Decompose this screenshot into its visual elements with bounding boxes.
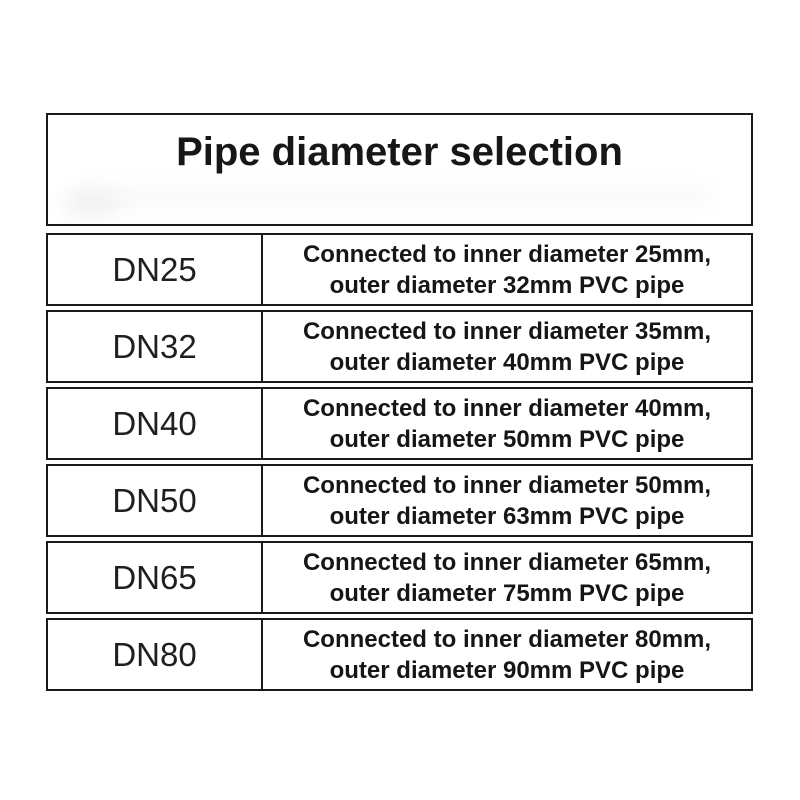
dn-size-cell: DN40 xyxy=(48,389,263,458)
dn-size-cell: DN32 xyxy=(48,312,263,381)
table-row: DN80 Connected to inner diameter 80mm, o… xyxy=(46,618,753,691)
table-row: DN32 Connected to inner diameter 35mm, o… xyxy=(46,310,753,383)
pipe-description-cell: Connected to inner diameter 35mm, outer … xyxy=(263,312,751,381)
description-line-2: outer diameter 40mm PVC pipe xyxy=(329,348,685,376)
description-line-2: outer diameter 50mm PVC pipe xyxy=(329,425,685,453)
description-line-1: Connected to inner diameter 40mm, xyxy=(302,394,712,422)
description-line-1: Connected to inner diameter 50mm, xyxy=(302,471,712,499)
description-line-2: outer diameter 63mm PVC pipe xyxy=(329,502,685,530)
table-row: DN40 Connected to inner diameter 40mm, o… xyxy=(46,387,753,460)
table-row: DN50 Connected to inner diameter 50mm, o… xyxy=(46,464,753,537)
dn-size-cell: DN65 xyxy=(48,543,263,612)
dn-size-cell: DN50 xyxy=(48,466,263,535)
table-row: DN65 Connected to inner diameter 65mm, o… xyxy=(46,541,753,614)
description-line-1: Connected to inner diameter 35mm, xyxy=(302,317,712,345)
description-line-1: Connected to inner diameter 65mm, xyxy=(302,548,712,576)
pipe-description-cell: Connected to inner diameter 40mm, outer … xyxy=(263,389,751,458)
pipe-description-cell: Connected to inner diameter 65mm, outer … xyxy=(263,543,751,612)
description-line-1: Connected to inner diameter 80mm, xyxy=(302,625,712,653)
table-title-box: Pipe diameter selection xyxy=(46,113,753,226)
spec-table: Pipe diameter selection DN25 Connected t… xyxy=(46,113,753,695)
page-title: Pipe diameter selection xyxy=(176,130,623,174)
description-line-2: outer diameter 32mm PVC pipe xyxy=(329,271,685,299)
pipe-description-cell: Connected to inner diameter 50mm, outer … xyxy=(263,466,751,535)
watermark-smudge xyxy=(68,187,711,205)
table-row: DN25 Connected to inner diameter 25mm, o… xyxy=(46,233,753,306)
pipe-description-cell: Connected to inner diameter 25mm, outer … xyxy=(263,235,751,304)
dn-size-cell: DN80 xyxy=(48,620,263,689)
description-line-1: Connected to inner diameter 25mm, xyxy=(302,240,712,268)
description-line-2: outer diameter 75mm PVC pipe xyxy=(329,579,685,607)
pipe-description-cell: Connected to inner diameter 80mm, outer … xyxy=(263,620,751,689)
dn-size-cell: DN25 xyxy=(48,235,263,304)
watermark-smudge xyxy=(62,193,122,219)
description-line-2: outer diameter 90mm PVC pipe xyxy=(329,656,685,684)
